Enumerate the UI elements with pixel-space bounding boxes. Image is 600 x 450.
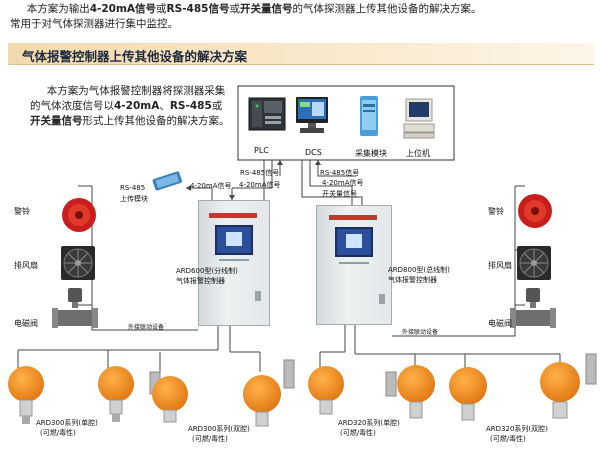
pc-device [402,98,436,140]
controller-lock-icon [379,294,385,304]
exhaust-fan-left [60,245,96,281]
intro-text: 本方案为输出4-20mA信号或RS-485信号或开关量信号的气体探测器上传其他设… [10,3,482,30]
detector-row [8,353,597,427]
controller-right-label-2: 气体报警控制器 [388,276,437,284]
acquisition-label: 采集模块 [355,149,387,158]
controller-right-label-1: ARD800型(总线制) [388,266,450,274]
detector-label-4a: ARD320系列(双腔) [486,425,548,433]
pc-label: 上位机 [406,149,430,158]
controller-lock-icon [255,291,261,301]
plc-icon [248,97,286,131]
detector-label-3b: (可燃/毒性) [340,429,376,437]
plc-device [248,96,286,132]
signal-label-ma-left-top: 4-20mA信号 [239,181,281,189]
solenoid-valve-left [52,286,98,330]
solenoid-valve-right [510,286,556,330]
alarm-bell-icon [518,194,552,228]
right-alarm-label: 警铃 [488,207,504,216]
detector-ard300-dual [149,371,188,423]
signal-label-onoff: 开关量信号 [322,190,357,198]
detector-ard320-dual [540,353,597,419]
detector-ard320-single-1 [308,366,344,415]
linkage-left-label: 外接联动设备 [128,324,165,331]
alarm-bell-icon [62,198,96,232]
detector-ard300-single-1 [8,366,44,424]
controller-screen [335,227,373,257]
detector-label-2a: ARD300系列(双腔) [188,425,250,433]
acquisition-module [357,94,381,138]
left-fan-label: 排风扇 [14,261,38,270]
detector-ard320-single-3 [449,367,487,421]
controller-brand-strip [209,213,257,218]
dcs-label: DCS [305,148,322,157]
linkage-right-label: 外接联动设备 [402,329,439,336]
rs485-module-label-1: RS-485 [120,184,146,192]
rs485-module-label-2: 上传模块 [120,195,148,203]
detector-label-1a: ARD300系列(单腔) [36,419,98,427]
detector-ard320-single-2 [385,365,435,419]
controller-ard800 [316,205,392,325]
controller-ard600 [198,200,270,326]
rs485-module [150,168,184,192]
section-banner: 气体报警控制器上传其他设备的解决方案 [8,43,594,65]
detector-label-1b: (可燃/毒性) [40,429,76,437]
rs485-module-icon [152,171,182,191]
detector-ard300-single-3 [243,359,295,427]
left-alarm-label: 警铃 [14,207,30,216]
exhaust-fan-right [516,245,552,281]
detector-ard300-single-2 [98,366,134,422]
solution-description: 本方案为气体报警控制器将探测器采集的气体浓度信号以4-20mA、RS-485或开… [30,85,230,127]
monitor-icon [296,97,328,133]
plc-label: PLC [254,146,269,155]
detector-label-2b: (可燃/毒性) [192,435,228,443]
left-valve-label: 电磁阀 [14,319,38,328]
controller-screen [215,225,253,255]
computer-icon [403,98,435,139]
detector-label-3a: ARD320系列(单腔) [338,419,400,427]
right-fan-label: 排风扇 [488,261,512,270]
alarm-bell-left [60,196,98,234]
section-title: 气体报警控制器上传其他设备的解决方案 [22,49,248,64]
valve-icon [510,288,556,328]
valve-icon [52,288,98,328]
detector-label-4b: (可燃/毒性) [490,435,526,443]
fan-icon [517,246,551,280]
signal-label-ma-left: 4-20mA信号 [190,182,232,190]
controller-brand-strip [329,215,377,220]
signal-label-rs485-right: RS-485信号 [320,169,360,177]
fan-icon [61,246,95,280]
alarm-bell-right [516,192,554,230]
controller-left-label-2: 气体报警控制器 [176,277,225,285]
dcs-device [294,96,330,136]
signal-label-rs485-left: RS-485信号 [240,169,280,177]
controller-left-label-1: ARD600型(分线制) [176,267,238,275]
module-icon [360,96,378,136]
right-valve-label: 电磁阀 [488,319,512,328]
signal-label-ma-right: 4-20mA信号 [322,179,364,187]
